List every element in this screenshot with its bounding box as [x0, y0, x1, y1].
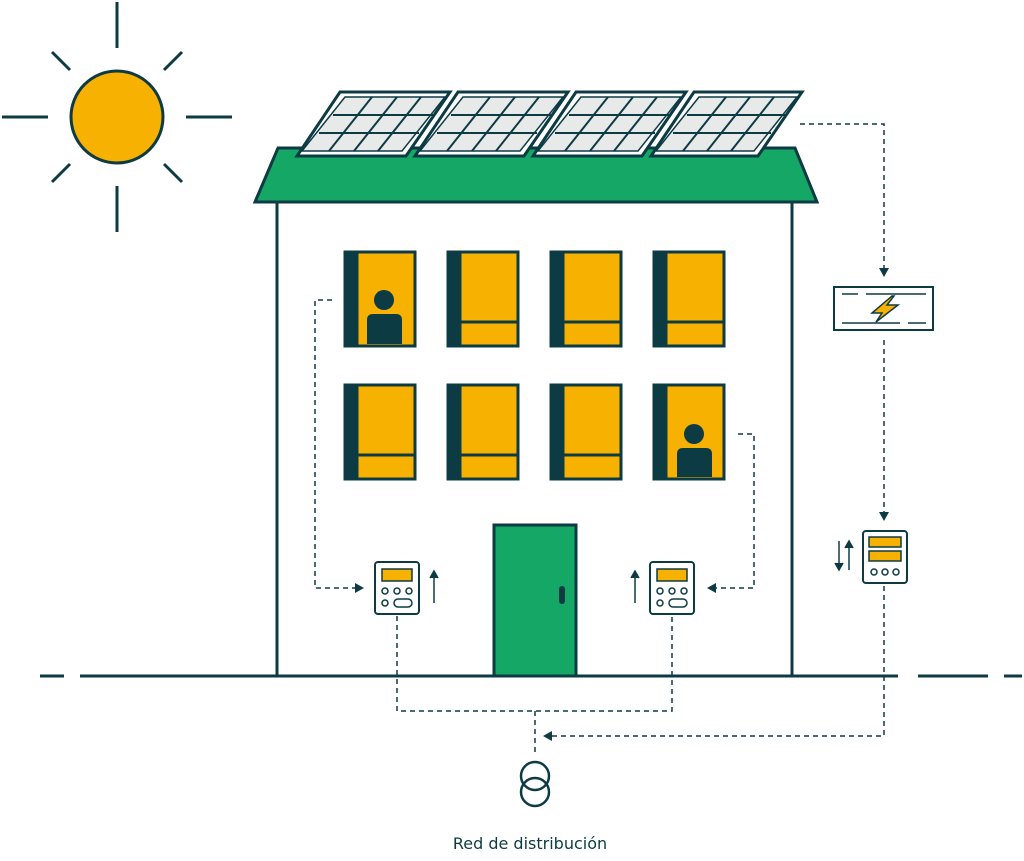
connector-meters-to-grid — [396, 616, 673, 712]
window — [446, 250, 520, 348]
window — [446, 383, 520, 481]
window — [343, 383, 417, 481]
solar-panel-icon — [648, 90, 805, 158]
building-door — [492, 523, 578, 678]
window — [549, 383, 623, 481]
up-arrow-icon — [844, 539, 854, 570]
inverter-icon — [833, 286, 934, 331]
arrowheads — [355, 268, 889, 741]
window — [652, 250, 726, 348]
solar-panel-icon — [530, 90, 689, 158]
connector-window-to-left-meter — [314, 299, 357, 589]
bidirectional-meter-icon — [862, 530, 908, 584]
connector-bidirectional-to-grid — [552, 586, 885, 737]
sun-icon — [2, 2, 232, 232]
up-arrow-icon — [429, 569, 439, 603]
up-arrow-icon — [630, 569, 640, 603]
connector-panel-to-inverter — [800, 123, 885, 272]
solar-panel-icon — [412, 90, 571, 158]
meter-icon — [374, 561, 420, 615]
window — [549, 250, 623, 348]
person-icon — [367, 290, 402, 344]
meter-icon — [649, 561, 695, 615]
dashed-connectors — [314, 123, 885, 752]
solar-panel-icon — [294, 90, 453, 158]
grid-label: Red de distribución — [452, 834, 608, 853]
down-arrow-icon — [834, 541, 844, 572]
person-icon — [677, 424, 712, 477]
transformer-icon — [519, 760, 551, 808]
connector-window-to-right-meter — [713, 433, 755, 589]
